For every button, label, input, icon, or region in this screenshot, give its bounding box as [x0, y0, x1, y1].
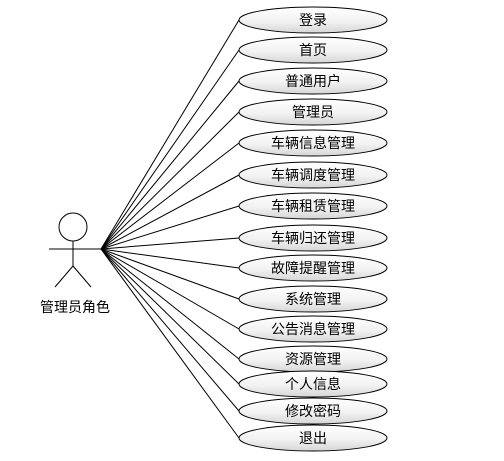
use-case: 车辆租赁管理: [238, 192, 388, 220]
use-case-label: 管理员: [292, 105, 334, 121]
use-case-ellipse: [238, 161, 388, 189]
use-case: 退出: [238, 424, 388, 452]
association-line: [100, 248, 240, 360]
use-case-ellipse: [238, 192, 388, 220]
use-case: 资源管理: [238, 345, 388, 373]
use-case: 首页: [238, 36, 388, 64]
association-line: [100, 111, 240, 250]
use-case-label: 登录: [299, 13, 327, 29]
use-case: 系统管理: [238, 285, 388, 313]
use-case: 登录: [238, 6, 388, 34]
actor-label: 管理员角色: [40, 299, 110, 316]
use-case: 个人信息: [238, 370, 388, 398]
use-case-list: 登录首页普通用户管理员车辆信息管理车辆调度管理车辆租赁管理车辆归还管理故障提醒管…: [238, 6, 388, 452]
use-case-ellipse: [238, 224, 388, 252]
use-case-ellipse: [238, 424, 388, 452]
association-line: [100, 237, 240, 250]
use-case-label: 公告消息管理: [271, 321, 355, 338]
association-line: [100, 248, 240, 412]
use-case: 车辆调度管理: [238, 161, 388, 189]
use-case-label: 退出: [299, 431, 327, 447]
actor: 管理员角色: [40, 212, 110, 316]
use-case: 车辆信息管理: [238, 129, 388, 157]
use-case-label: 个人信息: [285, 376, 341, 393]
association-line: [100, 248, 240, 330]
use-case: 公告消息管理: [238, 315, 388, 343]
use-case: 车辆归还管理: [238, 224, 388, 252]
actor-head: [58, 212, 88, 242]
use-case-label: 故障提醒管理: [271, 261, 355, 277]
use-case-label: 普通用户: [285, 73, 341, 90]
use-case-ellipse: [238, 67, 388, 95]
use-case-ellipse: [238, 254, 388, 282]
association-line: [100, 49, 240, 250]
use-case-label: 资源管理: [285, 352, 341, 368]
association-line: [100, 174, 240, 250]
use-case-label: 车辆归还管理: [271, 230, 355, 247]
association-line: [100, 248, 240, 385]
use-case-ellipse: [238, 129, 388, 157]
use-case-label: 系统管理: [285, 292, 341, 308]
use-case-ellipse: [238, 98, 388, 126]
association-line: [100, 19, 240, 250]
actor-right-leg: [72, 265, 92, 288]
association-line: [100, 248, 240, 269]
use-case-label: 首页: [299, 43, 327, 59]
association-lines: [100, 19, 240, 439]
use-case-label: 修改密码: [285, 403, 341, 420]
use-case: 修改密码: [238, 397, 388, 425]
use-case: 故障提醒管理: [238, 254, 388, 282]
association-line: [100, 142, 240, 250]
actor-left-leg: [54, 265, 74, 288]
use-case: 管理员: [238, 98, 388, 126]
association-line: [100, 80, 240, 250]
use-case-label: 车辆调度管理: [271, 167, 355, 184]
use-case-label: 车辆信息管理: [271, 135, 355, 152]
use-case-ellipse: [238, 285, 388, 313]
use-case-ellipse: [238, 315, 388, 343]
use-case-ellipse: [238, 370, 388, 398]
use-case-ellipse: [238, 36, 388, 64]
use-case-ellipse: [238, 397, 388, 425]
use-case-label: 车辆租赁管理: [271, 198, 355, 215]
use-case-ellipse: [238, 6, 388, 34]
use-case: 普通用户: [238, 67, 388, 95]
association-line: [100, 205, 240, 250]
association-line: [100, 248, 240, 300]
association-line: [100, 248, 240, 439]
